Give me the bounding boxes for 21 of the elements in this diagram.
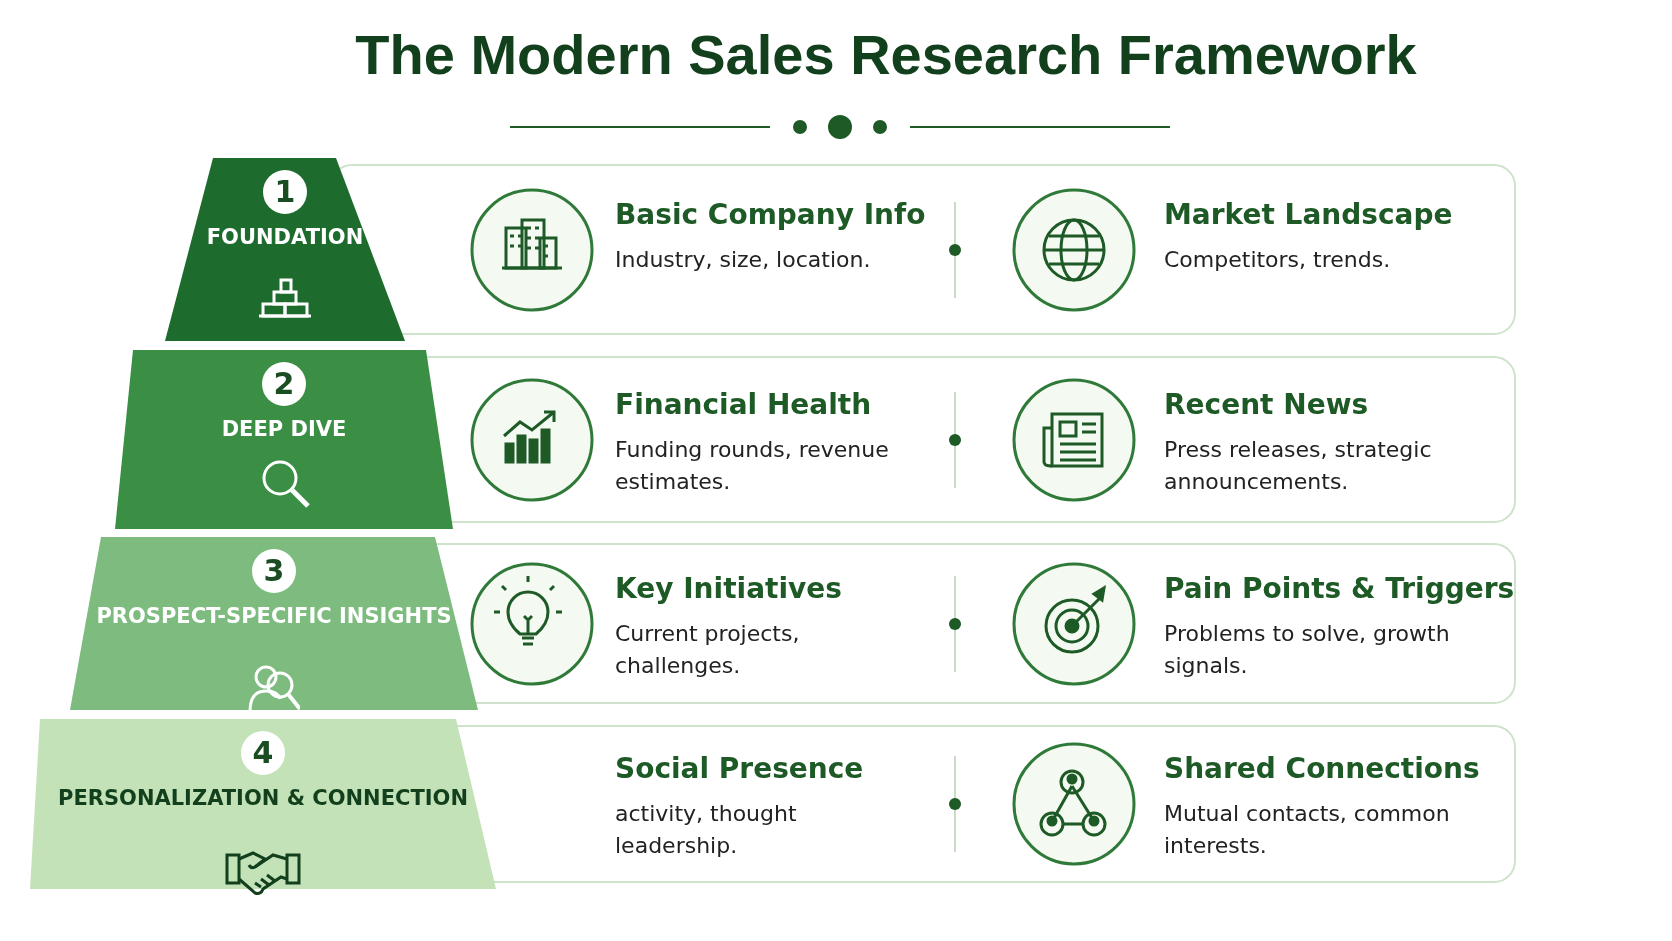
tier-title: PERSONALIZATION & CONNECTION (57, 785, 469, 812)
item-description: Competitors, trends. (1164, 245, 1392, 274)
item-description: Mutual contacts, common interests. (1164, 800, 1451, 860)
item-heading: Financial Health (615, 387, 872, 421)
item-description: Problems to solve, growth signals. (1164, 619, 1451, 680)
item-heading: Market Landscape (1164, 197, 1453, 231)
item-heading: Key Initiatives (615, 571, 842, 605)
tier-title: FOUNDATION (205, 224, 365, 251)
item-heading: Shared Connections (1164, 752, 1480, 785)
item-heading: Social Presence (615, 752, 864, 785)
item-description: Industry, size, location. (615, 245, 872, 274)
tier-title: PROSPECT-SPECIFIC INSIGHTS (95, 603, 453, 630)
item-description: Press releases, strategic announcements. (1164, 435, 1433, 496)
item-heading: Recent News (1164, 387, 1369, 421)
item-description: activity, thought leadership. (615, 800, 798, 860)
title: The Modern Sales Research Framework (354, 22, 1418, 87)
item-description: Funding rounds, revenue estimates. (615, 435, 890, 496)
item-description: Current projects, challenges. (615, 619, 801, 680)
item-heading: Basic Company Info (615, 197, 926, 231)
tier-title: DEEP DIVE (220, 416, 348, 443)
item-heading: Pain Points & Triggers (1164, 571, 1515, 605)
